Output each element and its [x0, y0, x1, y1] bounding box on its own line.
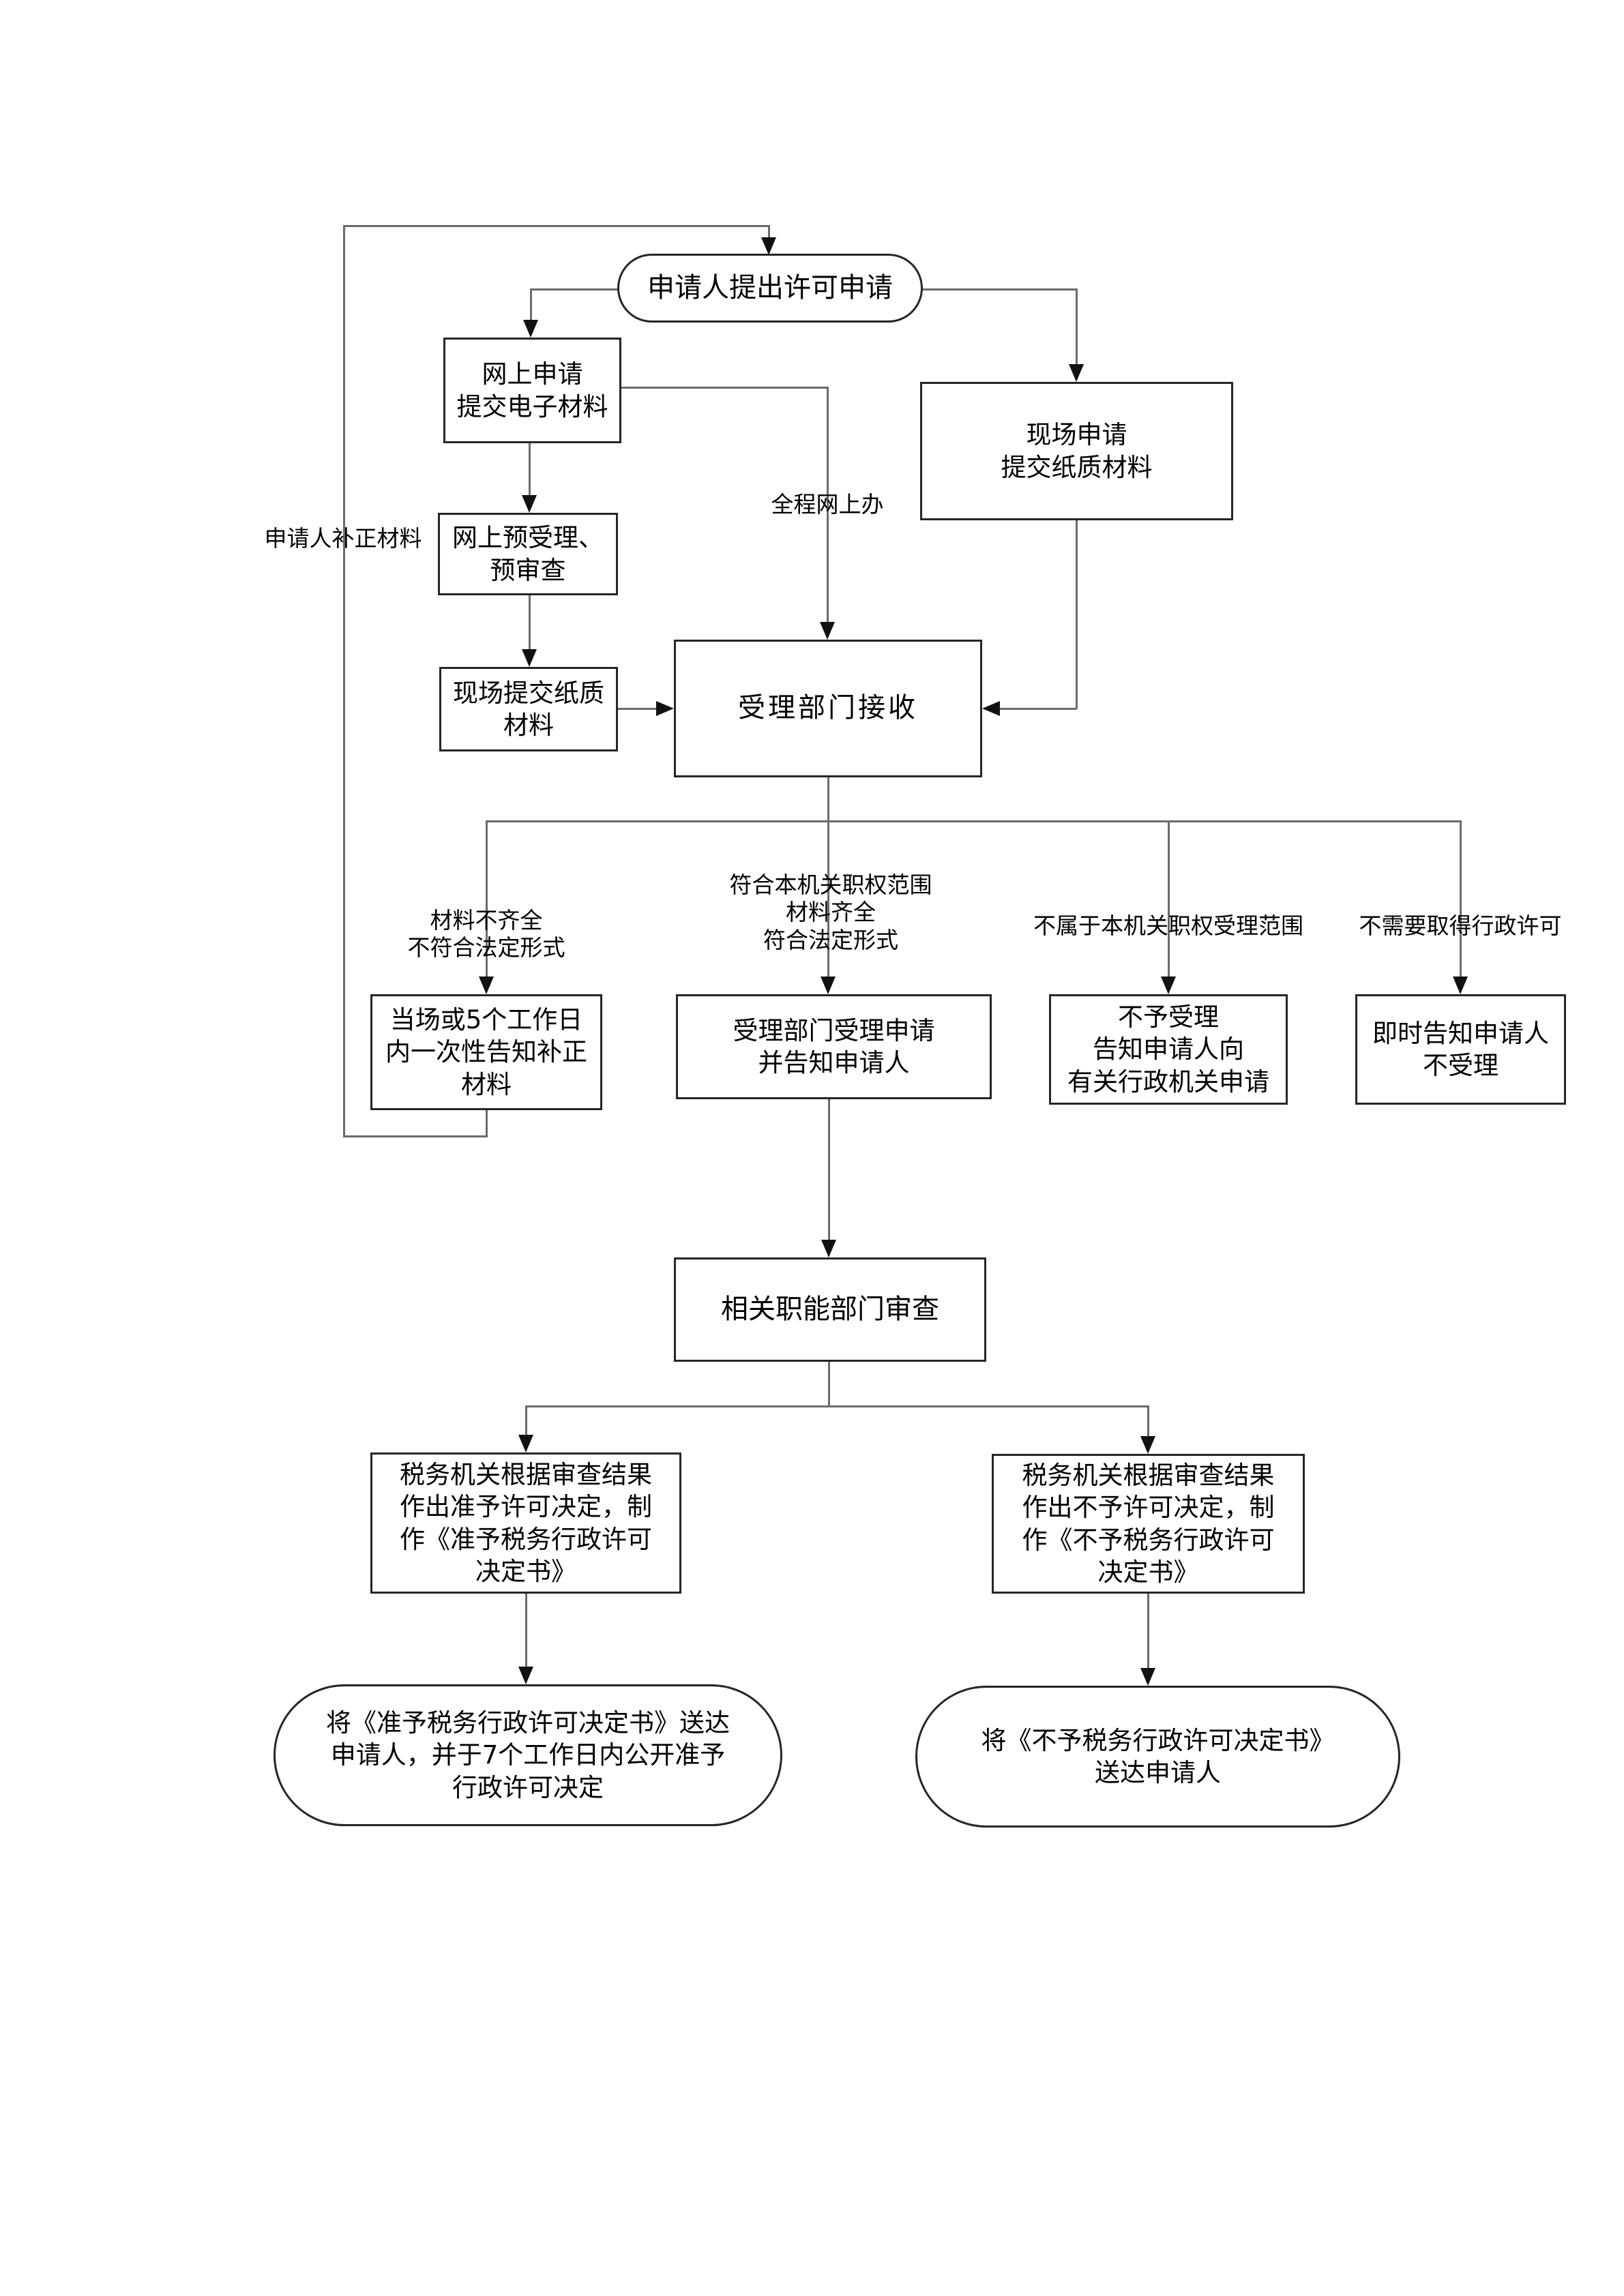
node-onsite-paper-submit: 现场提交纸质 材料	[439, 667, 618, 751]
arrow-down-icon	[1453, 976, 1468, 994]
node-notify-supplement: 当场或5个工作日 内一次性告知补正 材料	[370, 994, 602, 1110]
node-online-apply: 网上申请 提交电子材料	[443, 338, 621, 443]
edge-label-incomplete: 材料不齐全 不符合法定形式	[407, 907, 565, 961]
connector-line	[827, 820, 829, 978]
arrow-down-icon	[518, 1435, 533, 1452]
arrow-down-icon	[1069, 364, 1084, 382]
connector-line	[618, 708, 658, 710]
edge-label-no-license: 不需要取得行政许可	[1359, 912, 1562, 939]
node-reject-refer: 不予受理 告知申请人向 有关行政机关申请	[1049, 994, 1288, 1105]
edge-label-whole-online: 全程网上办	[771, 491, 884, 518]
arrow-down-icon	[522, 495, 537, 513]
connector-line	[486, 1110, 488, 1137]
connector-line	[1000, 708, 1076, 710]
arrow-down-icon	[522, 649, 537, 667]
node-online-pre-accept: 网上预受理、 预审查	[438, 513, 618, 595]
node-dept-review: 相关职能部门审查	[674, 1257, 986, 1362]
node-deliver-deny: 将《不予税务行政许可决定书》 送达申请人	[915, 1686, 1400, 1828]
connector-line	[1460, 820, 1462, 978]
arrow-down-icon	[479, 976, 494, 994]
connector-line	[529, 595, 531, 651]
node-onsite-apply: 现场申请 提交纸质材料	[920, 382, 1233, 520]
connector-line	[621, 387, 829, 389]
arrow-down-icon	[1140, 1668, 1155, 1686]
arrow-down-icon	[820, 622, 835, 640]
arrow-right-icon	[656, 701, 674, 716]
connector-line	[529, 443, 531, 496]
arrow-down-icon	[1140, 1436, 1155, 1454]
node-deliver-grant: 将《准予税务行政许可决定书》送达 申请人，并于7个工作日内公开准予 行政许可决定	[274, 1684, 782, 1826]
connector-line	[525, 1594, 527, 1668]
arrow-down-icon	[1161, 976, 1176, 994]
arrow-down-icon	[518, 1667, 533, 1684]
connector-line	[923, 288, 1077, 290]
arrow-down-icon	[761, 237, 776, 255]
node-grant-decision: 税务机关根据审查结果 作出准予许可决定，制 作《准予税务行政许可 决定书》	[370, 1452, 681, 1594]
connector-line	[530, 288, 532, 321]
node-receive-dept: 受理部门接收	[674, 640, 982, 777]
connector-line	[1147, 1405, 1149, 1437]
connector-line	[828, 1362, 830, 1407]
connector-line	[1147, 1594, 1149, 1669]
connector-line	[827, 387, 829, 623]
node-applicant-submit: 申请人提出许可申请	[617, 254, 923, 323]
connector-line	[486, 820, 1461, 822]
edge-label-complete: 符合本机关职权范围 材料齐全 符合法定形式	[729, 871, 932, 953]
edge-label-supplement: 申请人补正材料	[264, 525, 422, 552]
connector-line	[827, 777, 829, 822]
node-accept-notify: 受理部门受理申请 并告知申请人	[676, 994, 992, 1099]
connector-line	[1076, 520, 1078, 709]
connector-line	[828, 1099, 830, 1241]
node-immediate-reject: 即时告知申请人 不受理	[1355, 994, 1566, 1105]
arrow-down-icon	[821, 976, 836, 994]
connector-line	[531, 288, 619, 290]
connector-line	[768, 225, 770, 241]
connector-line	[526, 1405, 1148, 1407]
connector-line	[343, 225, 769, 227]
edge-label-not-jurisdiction: 不属于本机关职权受理范围	[1033, 912, 1303, 939]
arrow-down-icon	[821, 1240, 836, 1257]
connector-line	[1076, 288, 1078, 366]
arrow-left-icon	[982, 701, 1000, 716]
connector-line	[525, 1405, 527, 1436]
arrow-down-icon	[523, 320, 538, 338]
connector-line	[343, 225, 345, 1137]
connector-line	[486, 820, 488, 978]
connector-line	[1168, 820, 1170, 978]
node-deny-decision: 税务机关根据审查结果 作出不予许可决定，制 作《不予税务行政许可 决定书》	[992, 1454, 1305, 1594]
connector-line	[343, 1135, 488, 1137]
